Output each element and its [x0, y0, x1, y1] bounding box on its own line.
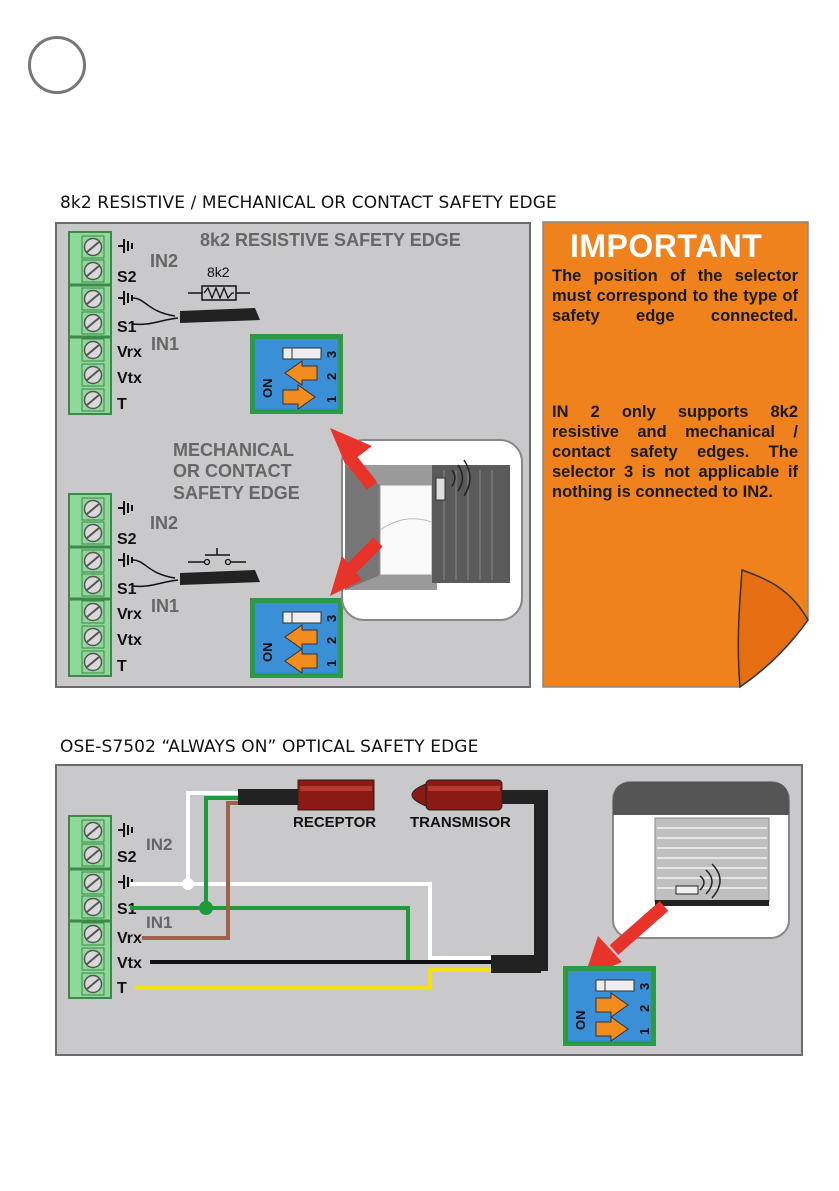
receptor-cable [238, 789, 300, 805]
section1-title: 8k2 RESISTIVE / MECHANICAL OR CONTACT SA… [60, 193, 557, 213]
dip-on-label: ON [573, 1011, 588, 1031]
important-paragraph-2: IN 2 only supports 8k2 resistive and mec… [552, 403, 798, 501]
transmisor-sensor [411, 779, 503, 811]
terminal-vtx-label: Vtx [117, 370, 142, 387]
important-title: IMPORTANT [570, 228, 763, 264]
mechanical-label-line1: MECHANICAL [173, 440, 294, 460]
wire-junction [199, 901, 213, 915]
terminal-vtx-label: Vtx [117, 632, 142, 649]
terminal-block-top [68, 231, 112, 415]
page-curl-icon [737, 568, 809, 689]
dip-switch-optical [563, 966, 656, 1046]
dip-switch-top [250, 334, 343, 414]
dip-number-2: 2 [324, 373, 339, 380]
resistive-edge-label: 8k2 RESISTIVE SAFETY EDGE [200, 230, 461, 250]
dip-number-1: 1 [324, 660, 339, 667]
terminal-s2-label: S2 [117, 531, 137, 548]
door-illustration [612, 781, 790, 939]
dip-number-3: 3 [324, 351, 339, 358]
terminal-t-label: T [117, 396, 127, 413]
terminal-s1-label: S1 [117, 319, 137, 336]
dip-on-label: ON [260, 643, 275, 663]
terminal-vrx-label: Vrx [117, 930, 142, 947]
mechanical-label-line3: SAFETY EDGE [173, 483, 300, 503]
dip-switch-bottom [250, 598, 343, 678]
in1-label: IN1 [151, 596, 179, 616]
dip-number-3: 3 [637, 983, 652, 990]
dip-number-2: 2 [324, 637, 339, 644]
terminal-t-label: T [117, 980, 127, 997]
in2-label: IN2 [150, 513, 178, 533]
red-arrow-icon [330, 537, 383, 596]
terminal-block-optical [68, 815, 112, 999]
terminal-vtx-label: Vtx [117, 955, 142, 972]
step-circle [28, 36, 86, 94]
ground-icon [117, 822, 133, 838]
wire-junction [182, 878, 194, 890]
ground-icon [117, 874, 133, 890]
terminal-s1-label: S1 [117, 581, 137, 598]
door-illustration [341, 439, 523, 621]
dip-on-label: ON [260, 379, 275, 399]
terminal-s2-label: S2 [117, 269, 137, 286]
safety-edge-mechanical [180, 570, 260, 585]
terminal-vrx-label: Vrx [117, 606, 142, 623]
terminal-s1-label: S1 [117, 901, 137, 918]
resistor-icon [188, 285, 250, 301]
dip-number-3: 3 [324, 615, 339, 622]
safety-edge-resistive [180, 308, 260, 323]
terminal-s2-label: S2 [117, 849, 137, 866]
dip-number-1: 1 [324, 396, 339, 403]
important-paragraph-1: The position of the selector must corres… [552, 267, 798, 325]
resistor-value: 8k2 [207, 264, 230, 280]
mechanical-label-line2: OR CONTACT [173, 461, 292, 481]
contact-switch-icon [188, 548, 246, 566]
receptor-label: RECEPTOR [293, 814, 376, 831]
in2-label: IN2 [150, 251, 178, 271]
terminal-vrx-label: Vrx [117, 344, 142, 361]
in1-label: IN1 [146, 913, 172, 932]
red-arrow-icon [330, 428, 378, 491]
section2-title: OSE-S7502 “ALWAYS ON” OPTICAL SAFETY EDG… [60, 737, 479, 757]
receptor-sensor [297, 779, 375, 811]
dip-number-2: 2 [637, 1005, 652, 1012]
terminal-t-label: T [117, 658, 127, 675]
wires [130, 791, 492, 990]
transmisor-label: TRANSMISOR [410, 814, 511, 831]
dip-number-1: 1 [637, 1028, 652, 1035]
terminal-block-bottom [68, 493, 112, 677]
in2-label: IN2 [146, 835, 172, 854]
in1-label: IN1 [151, 334, 179, 354]
